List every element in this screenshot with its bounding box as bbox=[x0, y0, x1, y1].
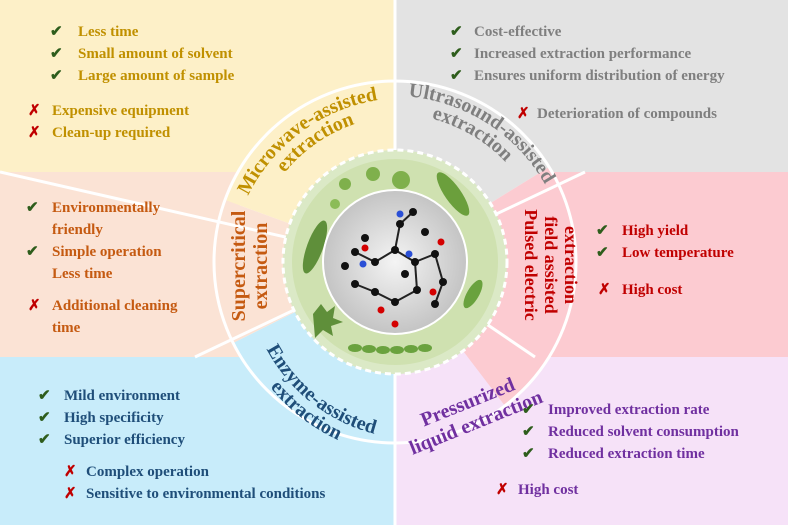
enzyme-pro-check-icon: ✔ bbox=[38, 432, 51, 448]
enzyme-con-item: Complex operation bbox=[86, 464, 210, 480]
supercritical-method-label: Supercritical bbox=[228, 210, 250, 321]
pulsed-method-label-line2: field assisted bbox=[541, 216, 561, 314]
supercritical-pro-item-cont: Less time bbox=[52, 266, 113, 282]
enzyme-pro-check-icon: ✔ bbox=[38, 388, 51, 404]
supercritical-con-item-cont: time bbox=[52, 320, 81, 336]
pulsed-method-label-line3: extraction bbox=[561, 226, 581, 304]
pressurized-pro-check-icon: ✔ bbox=[522, 424, 535, 440]
pressurized-pro-check-icon: ✔ bbox=[522, 402, 535, 418]
supercritical-pro-check-icon: ✔ bbox=[26, 200, 39, 216]
supercritical-pro-item-cont: friendly bbox=[52, 222, 103, 238]
enzyme-pro-check-icon: ✔ bbox=[38, 410, 51, 426]
supercritical-pro-check-icon: ✔ bbox=[26, 244, 39, 260]
microwave-con-item: Expensive equipment bbox=[52, 103, 189, 119]
microwave-con-item: Clean-up required bbox=[52, 125, 171, 141]
supercritical-con-item: Additional cleaning bbox=[52, 298, 178, 314]
supercritical-con-cross-icon: ✗ bbox=[28, 298, 41, 314]
microwave-pro-check-icon: ✔ bbox=[50, 68, 63, 84]
microwave-pro-item: Large amount of sample bbox=[78, 68, 235, 84]
enzyme-con-cross-icon: ✗ bbox=[64, 464, 77, 480]
ultrasound-con-item: Deterioration of compounds bbox=[537, 106, 717, 122]
pressurized-pro-check-icon: ✔ bbox=[522, 446, 535, 462]
enzyme-con-cross-icon: ✗ bbox=[64, 486, 77, 502]
enzyme-pro-item: High specificity bbox=[64, 410, 164, 426]
microwave-pro-check-icon: ✔ bbox=[50, 24, 63, 40]
microwave-pro-item: Less time bbox=[78, 24, 139, 40]
supercritical-pro-item: Simple operation bbox=[52, 244, 162, 260]
ultrasound-pro-item: Cost-effective bbox=[474, 24, 562, 40]
supercritical-pro-item: Environmentally bbox=[52, 200, 161, 216]
microbe-icons bbox=[302, 167, 483, 354]
pressurized-con-cross-icon: ✗ bbox=[496, 482, 509, 498]
enzyme-pro-item: Superior efficiency bbox=[64, 432, 185, 448]
pulsed-pro-item: Low temperature bbox=[622, 245, 734, 261]
enzyme-pro-item: Mild environment bbox=[64, 388, 180, 404]
molecule-core bbox=[322, 189, 468, 335]
ultrasound-pro-check-icon: ✔ bbox=[450, 24, 463, 40]
pressurized-pro-item: Improved extraction rate bbox=[548, 402, 710, 418]
microwave-con-cross-icon: ✗ bbox=[28, 125, 41, 141]
pressurized-con-item: High cost bbox=[518, 482, 578, 498]
enzyme-con-item: Sensitive to environmental conditions bbox=[86, 486, 325, 502]
microwave-pro-item: Small amount of solvent bbox=[78, 46, 233, 62]
pulsed-panel bbox=[550, 172, 788, 357]
supercritical-panel bbox=[0, 172, 240, 357]
molecule-icon bbox=[341, 208, 447, 328]
pressurized-pro-item: Reduced solvent consumption bbox=[548, 424, 740, 440]
pulsed-pro-check-icon: ✔ bbox=[596, 223, 609, 239]
pulsed-pro-check-icon: ✔ bbox=[596, 245, 609, 261]
pulsed-pro-item: High yield bbox=[622, 223, 689, 239]
ultrasound-con-cross-icon: ✗ bbox=[517, 106, 530, 122]
ultrasound-pro-item: Ensures uniform distribution of energy bbox=[474, 68, 725, 84]
pulsed-con-cross-icon: ✗ bbox=[598, 282, 611, 298]
microwave-con-cross-icon: ✗ bbox=[28, 103, 41, 119]
ultrasound-pro-item: Increased extraction performance bbox=[474, 46, 691, 62]
ultrasound-pro-check-icon: ✔ bbox=[450, 68, 463, 84]
ultrasound-pro-check-icon: ✔ bbox=[450, 46, 463, 62]
pressurized-pro-item: Reduced extraction time bbox=[548, 446, 705, 462]
pulsed-con-item: High cost bbox=[622, 282, 682, 298]
pulsed-method-label: Pulsed electric bbox=[521, 209, 541, 320]
supercritical-method-label-line2: extraction bbox=[250, 223, 272, 310]
microwave-pro-check-icon: ✔ bbox=[50, 46, 63, 62]
